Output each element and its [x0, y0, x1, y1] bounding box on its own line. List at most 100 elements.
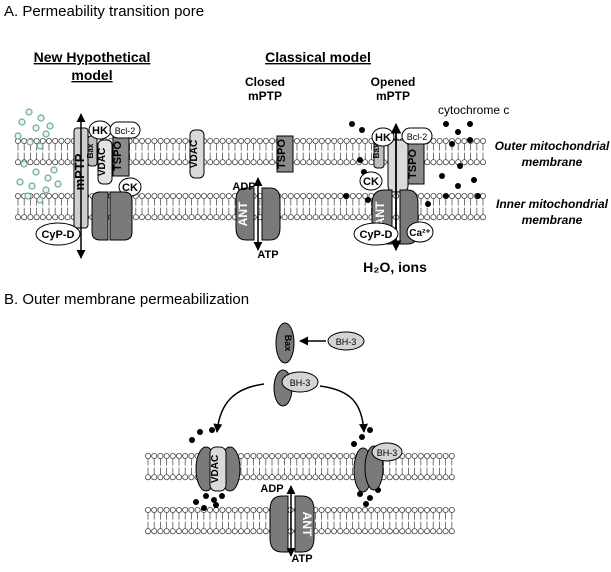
ant-closed-right	[261, 187, 281, 241]
cytochrome-dot	[467, 121, 473, 127]
ck-label: CK	[122, 182, 138, 194]
released-dot	[37, 114, 45, 122]
cytochrome-dot-b	[213, 502, 219, 508]
bh3-free	[327, 331, 365, 351]
cytochrome-dot-b	[197, 429, 203, 435]
released-dot	[44, 174, 52, 182]
released-dot	[36, 142, 44, 150]
bcl2-label: Bcl-2	[115, 126, 136, 136]
released-dot	[14, 132, 22, 140]
bh3-pore-label: BH-3	[377, 448, 398, 458]
released-dot	[36, 196, 44, 204]
released-dot	[25, 108, 33, 116]
vdac-b	[209, 446, 227, 492]
cytochrome-dot-b	[351, 441, 357, 447]
closed-label-line1: Closed	[245, 75, 285, 89]
cytochrome-dot-b	[363, 501, 369, 507]
released-dot	[26, 138, 34, 146]
bh3-pore	[371, 442, 403, 462]
opened-label-line2: mPTP	[376, 89, 410, 103]
cytochrome-dot	[443, 193, 449, 199]
cytochrome-dot	[349, 121, 355, 127]
ck-opened-label: CK	[363, 176, 379, 188]
closed-label-line2: mPTP	[248, 89, 282, 103]
atp-label-top: ATP	[257, 249, 278, 261]
section-b-title: B. Outer membrane permeabilization	[4, 291, 249, 308]
ant-closed-label: ANT	[236, 201, 250, 226]
cytochrome-dot	[343, 193, 349, 199]
cytochrome-dot	[475, 193, 481, 199]
released-dot	[18, 118, 26, 126]
cypd-protein	[35, 222, 81, 246]
closed-mptp-group: VDAC TSPO ANT ADP ATP	[189, 129, 294, 261]
released-dot	[32, 168, 40, 176]
outer-membrane-label-line2: membrane	[522, 155, 583, 169]
released-dot	[20, 160, 28, 168]
bh3-complex	[281, 371, 319, 393]
h2o-ions-label: H₂O, ions	[363, 259, 427, 275]
cypd-opened-label: CyP-D	[359, 229, 392, 241]
outer-membrane-b	[144, 452, 455, 481]
tspo-opened-label: TSPO	[407, 149, 419, 179]
cytochrome-dot	[455, 129, 461, 135]
new-model-group: mPTP Bax VDAC TSPO HK Bcl-2 CK CyP-D	[14, 108, 142, 259]
bh3-complex-label: BH-3	[290, 378, 311, 388]
bcl2-protein	[109, 121, 141, 139]
section-a-title: A. Permeability transition pore	[4, 3, 204, 20]
released-dot	[42, 186, 50, 194]
hk-label: HK	[92, 125, 108, 137]
released-dot	[24, 192, 32, 200]
inner-membrane-label-line2: membrane	[522, 213, 583, 227]
cytochrome-dot-b	[367, 427, 373, 433]
cytochrome-dot-b	[203, 493, 209, 499]
calcium	[406, 221, 434, 243]
bax-label: Bax	[86, 143, 95, 158]
bax-b-label: Bax	[283, 335, 293, 352]
arrow-to-bax-pore	[319, 385, 368, 433]
ant-b-left	[269, 495, 289, 553]
section-b-group: Bax BH-3 BH-3 VDAC BH-3 ANT ADP ATP	[189, 322, 403, 565]
cytochrome-dot	[365, 197, 371, 203]
bcl2-opened	[401, 127, 433, 145]
released-dot	[32, 124, 40, 132]
tspo-closed-label: TSPO	[276, 139, 288, 169]
released-dot	[46, 122, 54, 130]
cytochrome-dot-b	[359, 434, 365, 440]
opened-mptp-group: Bax TSPO HK Bcl-2 CK ANT CyP-D Ca²⁺	[343, 121, 481, 252]
bax-b	[275, 322, 295, 364]
inner-membrane-label-line1: Inner mitochondrial	[496, 197, 609, 211]
cytochrome-dot	[357, 157, 363, 163]
tspo-closed	[276, 135, 294, 173]
bh3-free-label: BH-3	[336, 337, 357, 347]
released-dot	[28, 182, 36, 190]
cytochrome-dot-b	[357, 491, 363, 497]
cytochrome-dot	[471, 177, 477, 183]
cytochrome-dot-b	[209, 427, 215, 433]
cytochrome-dot-b	[219, 493, 225, 499]
vdac-protein	[97, 139, 113, 185]
vdac-opened	[387, 139, 409, 193]
classical-model-title: Classical model	[265, 49, 371, 65]
atp-label-b: ATP	[291, 553, 312, 565]
released-dot	[42, 130, 50, 138]
cypd-label: CyP-D	[41, 229, 74, 241]
new-model-title-line2: model	[71, 67, 112, 83]
mptp-label: mPTP	[72, 153, 87, 190]
released-dot	[16, 178, 24, 186]
cytochrome-dot-b	[211, 497, 217, 503]
released-dot	[54, 180, 62, 188]
cytochrome-dot	[455, 183, 461, 189]
ant-opened-label: ANT	[373, 201, 387, 226]
ant-left-half	[91, 191, 109, 241]
new-model-title-line1: New Hypothetical	[34, 49, 151, 65]
bcl2-opened-label: Bcl-2	[407, 132, 428, 142]
adp-label-top: ADP	[232, 181, 255, 193]
cytochrome-dot	[457, 163, 463, 169]
vdac-b-label: VDAC	[210, 455, 221, 483]
opened-label-line1: Opened	[371, 75, 416, 89]
cytochrome-c-label: cytochrome c	[438, 103, 509, 117]
ck-opened	[359, 171, 383, 191]
calcium-label: Ca²⁺	[409, 228, 430, 239]
